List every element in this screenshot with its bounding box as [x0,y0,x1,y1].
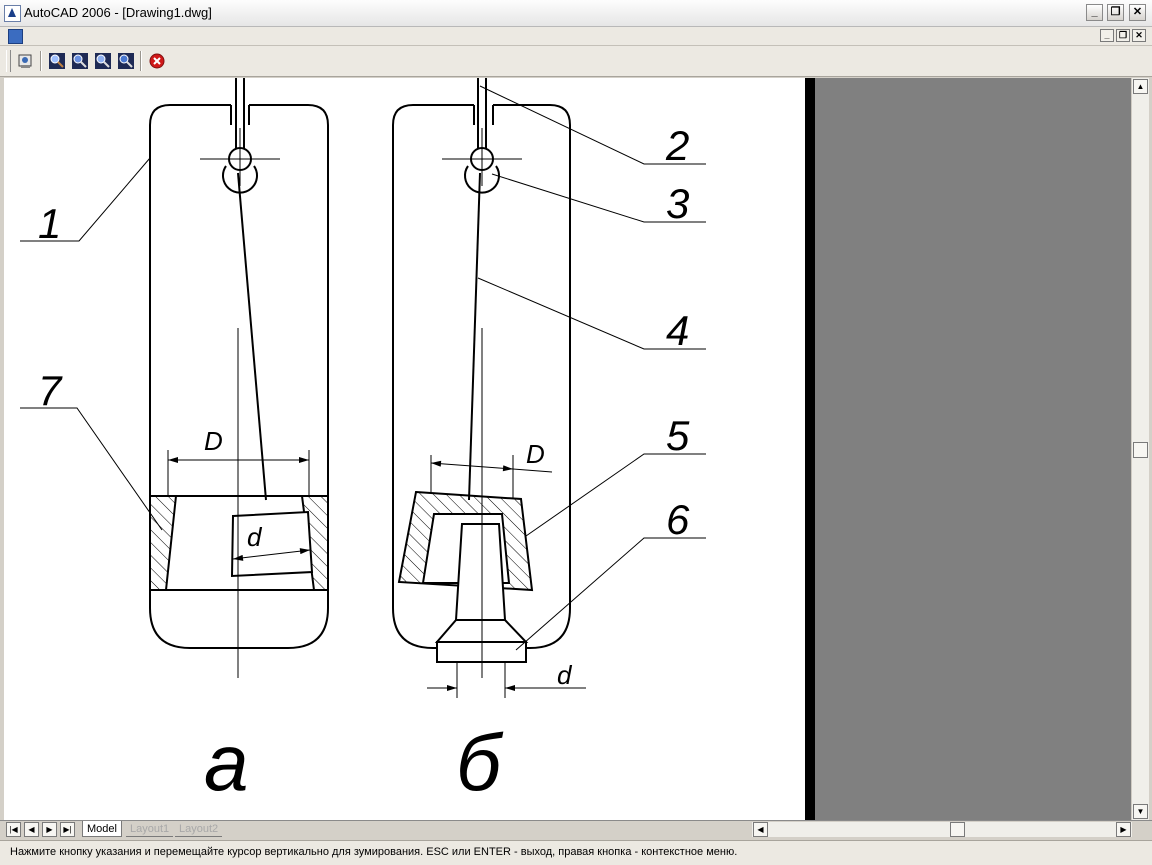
drawing-canvas[interactable]: 1 2 3 4 5 6 7 D d D d а б [4,78,805,820]
zoom-original-icon[interactable] [94,52,112,70]
leader-label-7: 7 [38,367,63,414]
document-icon[interactable] [8,29,23,44]
doc-close-button[interactable]: ✕ [1132,29,1146,42]
tab-layout1[interactable]: Layout1 [126,821,174,837]
title-bar[interactable]: AutoCAD 2006 - [Drawing1.dwg] _ ❐ ✕ [0,0,1152,27]
caption-b: б [456,718,504,807]
figure-b [392,78,571,663]
dim-D-right: D [526,439,545,469]
leader-label-5: 5 [666,412,690,459]
dim-d-right: d [557,660,573,690]
zoom-window-icon[interactable] [71,52,89,70]
zoom-realtime-icon[interactable] [48,52,66,70]
status-bar: Нажмите кнопку указания и перемещайте ку… [0,840,1152,865]
scroll-right-button[interactable]: ▶ [1116,822,1131,837]
restore-button[interactable]: ❐ [1107,4,1124,21]
vertical-scroll-thumb[interactable] [1133,442,1148,458]
autocad-app-icon[interactable] [4,5,21,22]
figure-a [149,78,329,649]
leader-label-4: 4 [666,307,689,354]
zoom-extents-icon[interactable] [117,52,135,70]
last-tab-button[interactable]: ▶| [60,822,75,837]
tab-model[interactable]: Model [82,821,122,837]
housing-a [149,104,329,649]
horizontal-scrollbar[interactable]: ◀ ▶ [752,822,1132,837]
scroll-up-button[interactable]: ▲ [1133,79,1148,94]
window-title: AutoCAD 2006 - [Drawing1.dwg] [24,5,212,20]
doc-restore-button[interactable]: ❐ [1116,29,1130,42]
doc-minimize-button[interactable]: _ [1100,29,1114,42]
tab-layout2[interactable]: Layout2 [175,821,223,837]
leader-label-2: 2 [665,122,689,169]
status-message: Нажмите кнопку указания и перемещайте ку… [10,846,738,858]
minimize-button[interactable]: _ [1086,4,1103,21]
scroll-down-button[interactable]: ▼ [1133,804,1148,819]
zoom-toolbar [0,46,1152,77]
viewport-border [805,78,815,820]
leader-label-1: 1 [38,200,61,247]
vertical-scrollbar[interactable]: ▲ ▼ [1131,78,1149,820]
toolbar-grip[interactable] [6,50,11,72]
canvas-background [815,78,1131,820]
first-tab-button[interactable]: |◀ [6,822,21,837]
close-icon[interactable] [148,52,166,70]
dim-D-left: D [204,426,223,456]
pan-realtime-icon[interactable] [16,52,34,70]
layout-tabs-bar: |◀ ◀ ▶ ▶| Model Layout1 Layout2 ◀ ▶ [0,820,1152,839]
dim-d-left: d [247,522,263,552]
scroll-left-button[interactable]: ◀ [753,822,768,837]
close-button[interactable]: ✕ [1129,4,1146,21]
horizontal-scroll-thumb[interactable] [950,822,965,837]
document-menu-bar: _ ❐ ✕ [0,27,1152,46]
prev-tab-button[interactable]: ◀ [24,822,39,837]
caption-a: а [204,718,249,807]
leader-label-3: 3 [666,180,689,227]
leader-label-6: 6 [666,496,690,543]
next-tab-button[interactable]: ▶ [42,822,57,837]
